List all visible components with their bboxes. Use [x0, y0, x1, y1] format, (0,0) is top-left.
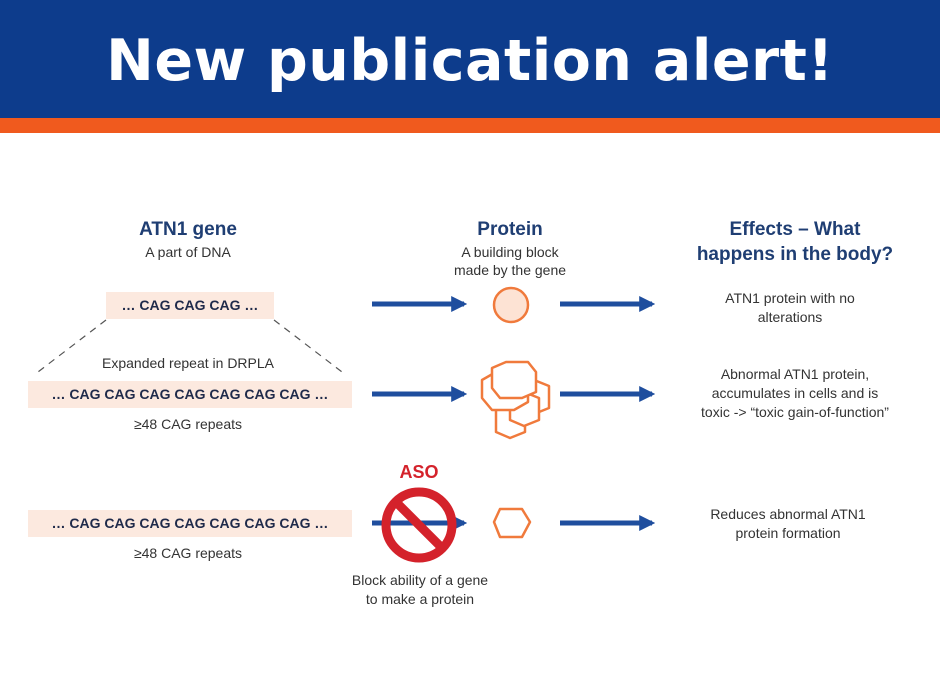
effects-column-title-1: Effects – What	[729, 219, 861, 240]
gene-column-subtitle: A part of DNA	[145, 244, 231, 260]
expanded-repeat-caption: Expanded repeat in DRPLA	[102, 355, 274, 371]
expansion-dashed-lines	[33, 319, 347, 376]
accent-stripe	[0, 118, 940, 133]
aso-block-line-2: to make a protein	[365, 591, 475, 607]
protein-column-subtitle-1: A building block	[461, 244, 559, 260]
normal-effect-line-2: alterations	[757, 309, 823, 325]
normal-cag-sequence: … CAG CAG CAG …	[106, 292, 274, 319]
aso-effect-line-2: protein formation	[735, 525, 841, 541]
protein-column-subtitle-2: made by the gene	[453, 262, 567, 278]
header-banner: New publication alert!	[0, 0, 940, 118]
page-title: New publication alert!	[106, 28, 834, 94]
circle-protein-icon	[492, 286, 530, 324]
aggregated-protein-icon	[480, 360, 551, 440]
aso-repeat-note: ≥48 CAG repeats	[133, 545, 243, 561]
expanded-effect-line-1: Abnormal ATN1 protein,	[720, 366, 870, 382]
expanded-cag-sequence: … CAG CAG CAG CAG CAG CAG CAG …	[28, 381, 352, 408]
gene-column-title: ATN1 gene	[139, 219, 237, 240]
aso-label: ASO	[399, 462, 439, 482]
effects-column-title-2: happens in the body?	[696, 244, 894, 265]
normal-effect-line-1: ATN1 protein with no	[725, 290, 855, 306]
aso-block-line-1: Block ability of a gene	[351, 572, 489, 588]
protein-column-title: Protein	[477, 219, 543, 240]
expanded-effect-line-3: toxic -> “toxic gain-of-function”	[701, 404, 889, 420]
expanded-effect-line-2: accumulates in cells and is	[711, 385, 879, 401]
aso-effect-line-1: Reduces abnormal ATN1	[710, 506, 866, 522]
hexagon-protein-icon	[492, 507, 532, 539]
aso-cag-sequence: … CAG CAG CAG CAG CAG CAG CAG …	[28, 510, 352, 537]
expanded-repeat-note: ≥48 CAG repeats	[133, 416, 243, 432]
no-sign-icon	[381, 487, 457, 563]
